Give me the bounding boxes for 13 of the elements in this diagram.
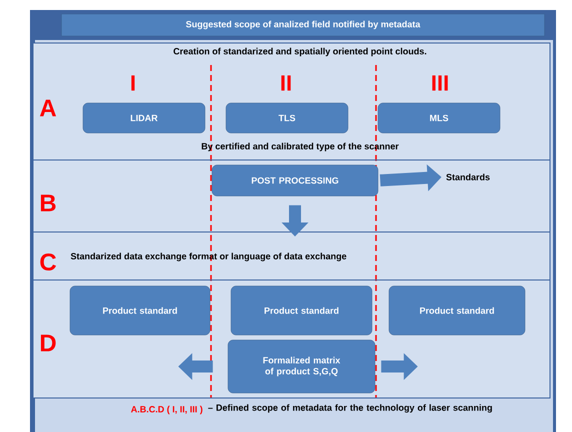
process-box: Formalized matrix of product S,G,Q	[228, 340, 376, 394]
process-box: TLS	[226, 102, 348, 134]
title-bar: Suggested scope of analized field notified by metadata	[61, 14, 545, 36]
process-box: Product standard	[230, 286, 372, 336]
process-box: LIDAR	[82, 102, 206, 134]
text-label: Standards	[446, 174, 490, 180]
caption: – Defined scope of metadata for the technology of laser scanning	[208, 404, 492, 413]
band: C Standarized data exchange format or language of data exchange	[32, 232, 550, 280]
process-box: Product standard	[388, 286, 526, 336]
process-box: MLS	[378, 102, 500, 134]
process-box: Product standard	[70, 286, 210, 336]
process-box: POST PROCESSING	[212, 164, 378, 196]
caption-key: A.B.C.D ( I, II, III )	[131, 406, 202, 414]
